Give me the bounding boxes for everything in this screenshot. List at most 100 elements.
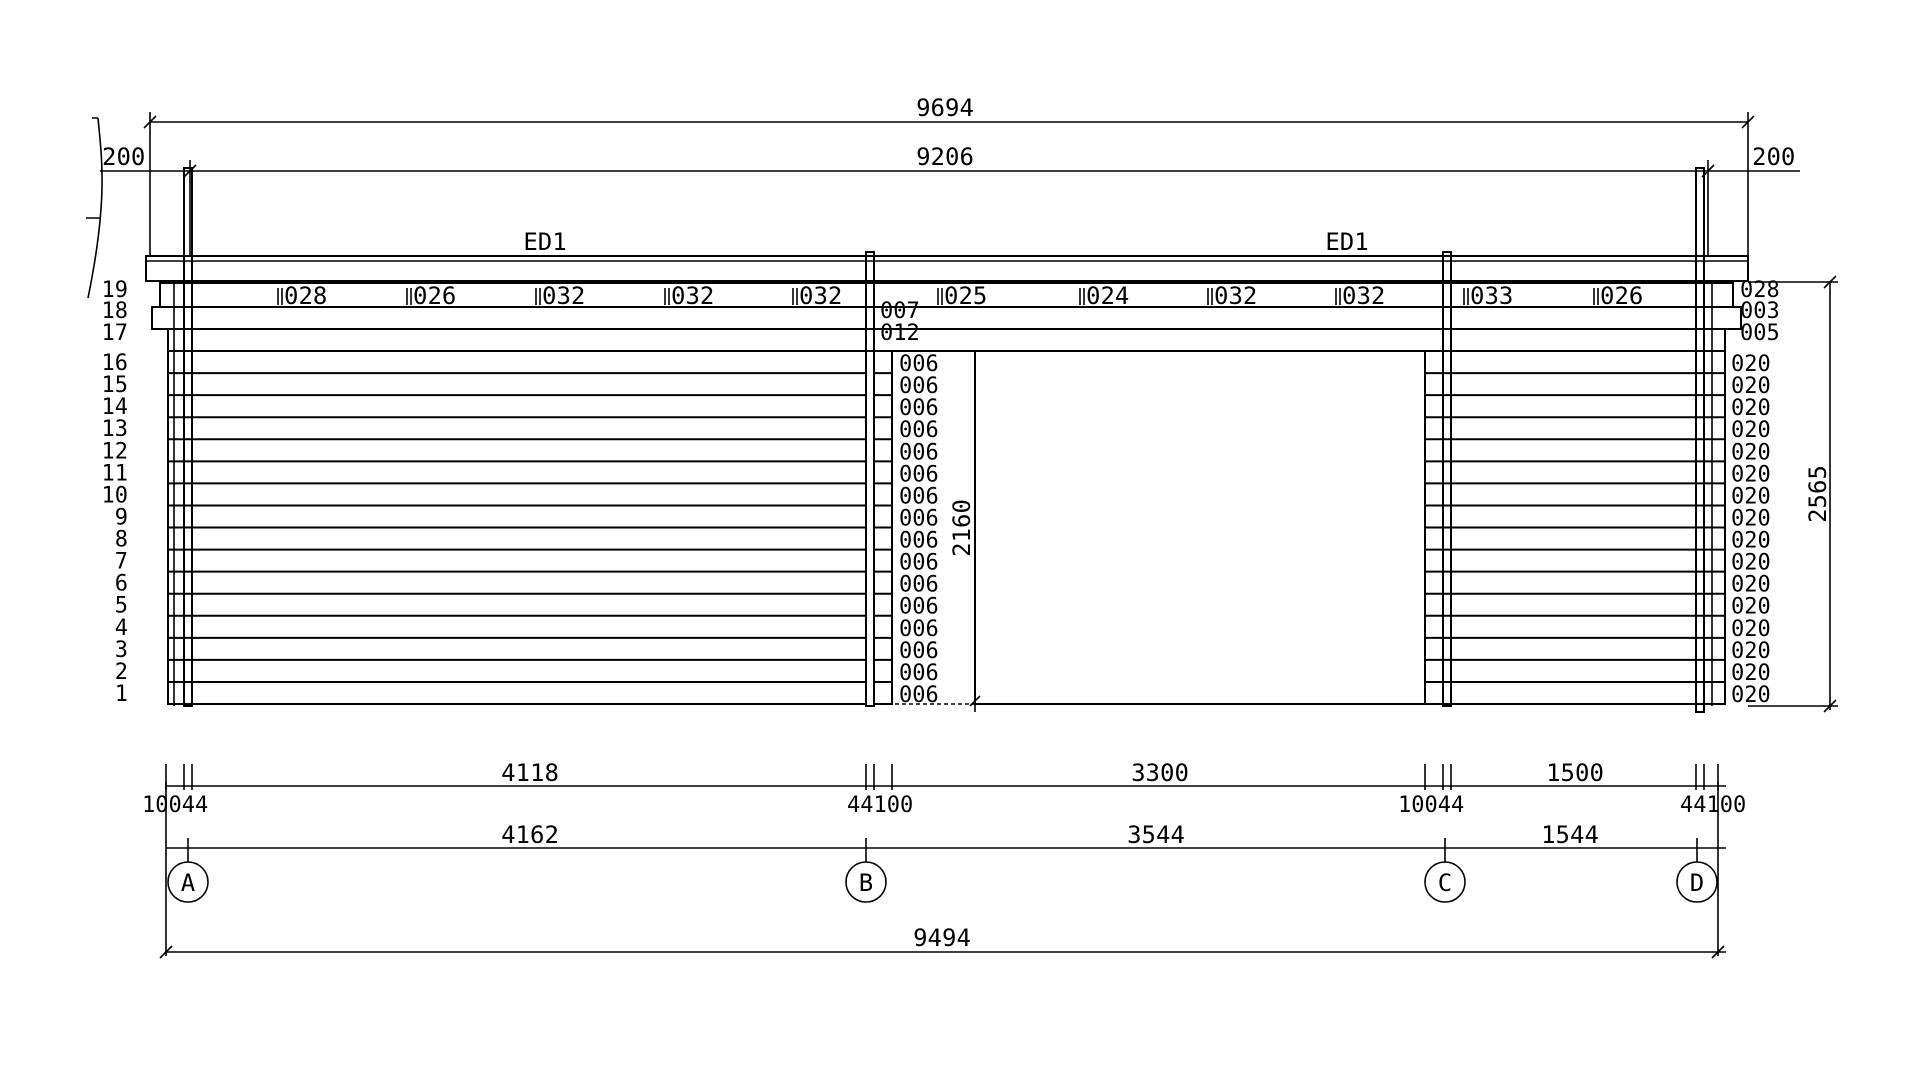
dim-3300: 3300 <box>1131 759 1189 787</box>
overall-bottom-dim: 9494 <box>913 924 971 952</box>
top-course-item: 026 <box>1593 282 1643 310</box>
top-course-item: 024 <box>1079 282 1129 310</box>
mid-course-label: 006 <box>899 617 939 642</box>
right-top-label: 003 <box>1740 299 1780 324</box>
axis-a-label: A <box>181 869 196 897</box>
mid-course-label: 006 <box>899 551 939 576</box>
mid-course-label: 006 <box>899 683 939 708</box>
door-opening: 2160 <box>874 350 1443 712</box>
top-course-label: 025 <box>944 282 987 310</box>
course-number: 15 <box>102 373 129 398</box>
top-course-items: 028 026 032 032 032 025 024 032 032 033 026 <box>277 282 1643 310</box>
right-course-label: 020 <box>1731 551 1771 576</box>
course-number: 8 <box>115 528 128 553</box>
top-course-item: 032 <box>1335 282 1385 310</box>
mid-course-label: 006 <box>899 440 939 465</box>
top-course-label: 032 <box>799 282 842 310</box>
top-course-label: 032 <box>1342 282 1385 310</box>
grid-axes: A B C D <box>167 838 1718 903</box>
right-course-label: 020 <box>1731 440 1771 465</box>
total-height-dim: 2565 <box>1804 465 1832 523</box>
overall-inner-dim: 9206 <box>916 143 974 171</box>
mid-top-label: 007 <box>880 299 920 324</box>
course-number: 6 <box>115 572 128 597</box>
right-labels: 0280030050200200200200200200200200200200… <box>1731 278 1780 708</box>
course-number: 2 <box>115 660 128 685</box>
axis-b-label: B <box>859 869 873 897</box>
course-number: 1 <box>115 682 128 707</box>
course-number: 17 <box>102 321 129 346</box>
top-course-item: 032 <box>664 282 714 310</box>
course-number: 13 <box>102 417 129 442</box>
dim-small-3: 10044 <box>1398 793 1464 818</box>
mid-course-label: 006 <box>899 484 939 509</box>
mid-course-label: 006 <box>899 529 939 554</box>
axis-c-label: C <box>1438 869 1452 897</box>
beam-label-left: ED1 <box>523 228 566 256</box>
beam-label-right: ED1 <box>1325 228 1368 256</box>
course-number: 3 <box>115 638 128 663</box>
top-course-item: 025 <box>937 282 987 310</box>
right-course-label: 020 <box>1731 661 1771 686</box>
mid-course-label: 006 <box>899 396 939 421</box>
dim-small-2: 44100 <box>847 793 913 818</box>
mid-course-label: 006 <box>899 573 939 598</box>
mid-course-label: 006 <box>899 639 939 664</box>
course-number: 5 <box>115 594 128 619</box>
mid-course-label: 006 <box>899 418 939 443</box>
right-course-label: 020 <box>1731 418 1771 443</box>
right-course-label: 020 <box>1731 529 1771 554</box>
top-course-item: 026 <box>406 282 456 310</box>
top-course-label: 032 <box>1214 282 1257 310</box>
dim-small-1: 10044 <box>142 793 208 818</box>
course-number: 7 <box>115 550 128 575</box>
axis-a-circle <box>167 861 209 903</box>
top-course-item: 033 <box>1463 282 1513 310</box>
top-course-item: 032 <box>1207 282 1257 310</box>
mid-course-label: 006 <box>899 595 939 620</box>
dim-4118: 4118 <box>501 759 559 787</box>
left-wall-panel <box>167 350 867 705</box>
course-number: 19 <box>102 278 129 303</box>
dim-small-4: 44100 <box>1680 793 1746 818</box>
right-course-label: 020 <box>1731 506 1771 531</box>
course-number: 10 <box>102 483 129 508</box>
axis-c-circle <box>1424 861 1466 903</box>
top-course-label: 032 <box>542 282 585 310</box>
right-course-label: 020 <box>1731 462 1771 487</box>
overhang-right-dim: 200 <box>1752 143 1795 171</box>
top-course-label: 033 <box>1470 282 1513 310</box>
dim-1500: 1500 <box>1546 759 1604 787</box>
mid-course-label: 006 <box>899 352 939 377</box>
top-course-item: 028 <box>277 282 327 310</box>
axis-b-circle <box>845 861 887 903</box>
mid-wall-panel <box>873 350 893 705</box>
overhang-left-dim: 200 <box>102 143 145 171</box>
right-top-label: 005 <box>1740 321 1780 346</box>
right-course-label: 020 <box>1731 484 1771 509</box>
mid-course-label: 006 <box>899 661 939 686</box>
top-dimensions: 9694 9206 200 200 <box>86 94 1800 299</box>
mid-course-label: 006 <box>899 462 939 487</box>
overall-outer-dim: 9694 <box>916 94 974 122</box>
bottom-dimensions: 4118 3300 1500 10044 44100 10044 44100 4… <box>142 759 1746 959</box>
axis-d-label: D <box>1690 869 1704 897</box>
top-course-label: 026 <box>1600 282 1643 310</box>
top-course-label: 032 <box>671 282 714 310</box>
top-course-label: 024 <box>1086 282 1129 310</box>
door-height-dim: 2160 <box>948 499 976 557</box>
course-number: 16 <box>102 351 129 376</box>
right-course-label: 020 <box>1731 352 1771 377</box>
dim-3544: 3544 <box>1127 821 1185 849</box>
mid-course-label: 006 <box>899 374 939 399</box>
posts <box>173 167 1713 713</box>
right-course-label: 020 <box>1731 595 1771 620</box>
mid-labels: 0070120060060060060060060060060060060060… <box>880 299 939 708</box>
axis-d-circle <box>1676 861 1718 903</box>
dim-4162: 4162 <box>501 821 559 849</box>
right-course-label: 020 <box>1731 683 1771 708</box>
course-number: 18 <box>102 299 129 324</box>
top-course-item: 032 <box>535 282 585 310</box>
